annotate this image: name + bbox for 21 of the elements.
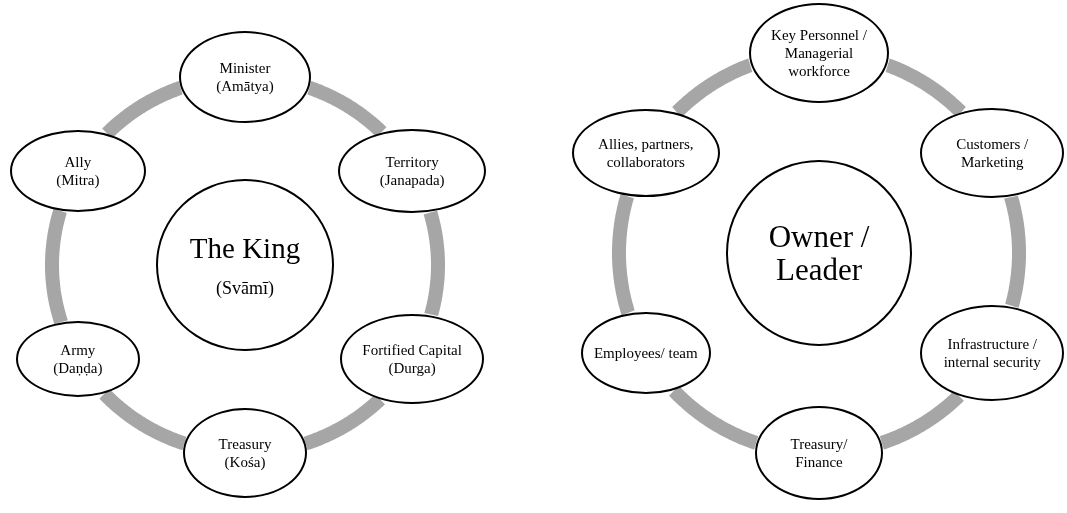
center-label: The King [189,231,301,265]
node-label: (Durga) [387,359,437,377]
node-label: (Janapada) [378,171,446,189]
node-label: Territory [384,153,440,171]
node-label: (Daṇḍa) [52,359,104,377]
node-label: Customers / Marketing [955,135,1030,171]
center-label: (Svāmī) [216,277,274,299]
node-label: Army [59,341,97,359]
node-label: Minister [218,59,272,77]
node-label: (Amātya) [215,77,275,95]
node-label: (Kośa) [223,453,267,471]
center-label: Owner / Leader [767,220,871,286]
node-label: Treasury/ Finance [789,435,849,471]
node-label: Treasury [217,435,273,453]
node-label: Fortified Capital [361,341,463,359]
node-label: Key Personnel / Managerial workforce [770,26,868,80]
node-label: Infrastructure / internal security [942,335,1042,371]
node-label: Allies, partners, collaborators [597,135,695,171]
node-label: Employees/ team [592,344,699,362]
node-label: Ally [63,153,93,171]
node-label: (Mitra) [55,171,101,189]
